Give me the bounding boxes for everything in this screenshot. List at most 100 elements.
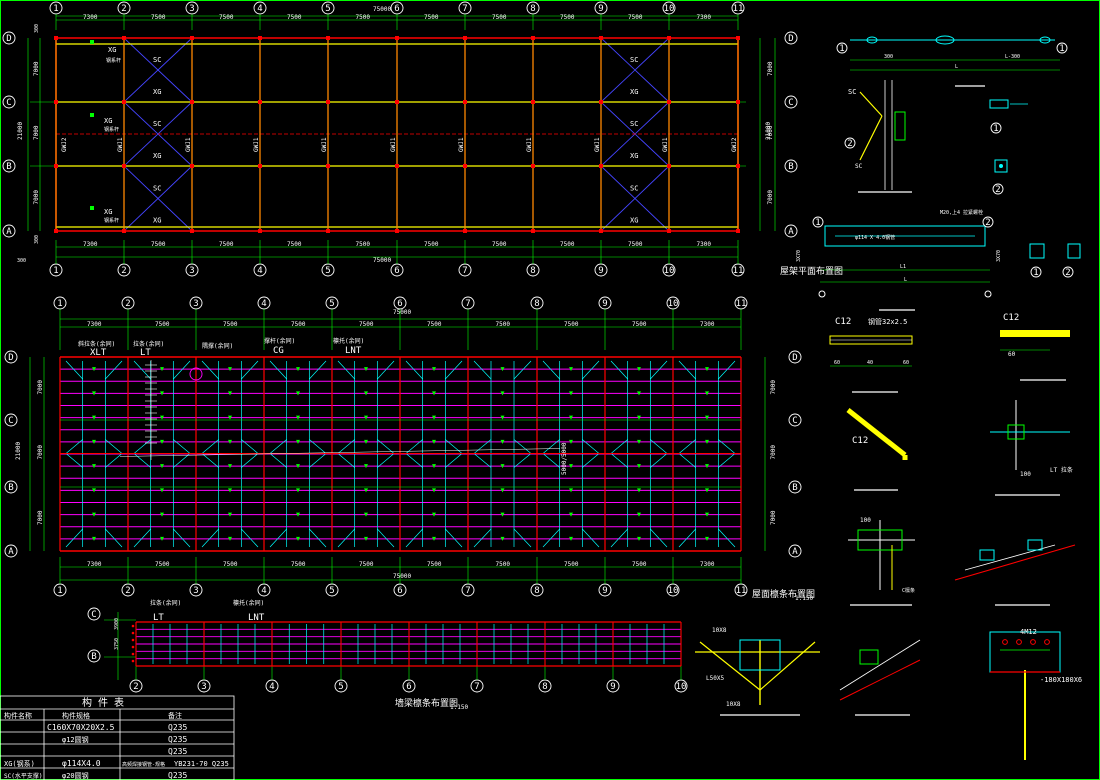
column-node <box>258 164 262 168</box>
table-row-5-name: SC(水平支撑) <box>4 772 42 780</box>
d4-mark-2 <box>982 216 994 228</box>
gusset-plate <box>894 111 906 141</box>
plan1-top-bubble-8-text: 8 <box>530 4 535 14</box>
plan1-top-bubble-3-text: 3 <box>189 4 194 14</box>
plan2-span-bot: 7500 <box>496 561 511 568</box>
plan3-bubble-5-text: 5 <box>338 682 343 692</box>
plan2-span-left: 7000 <box>37 380 44 395</box>
xg-label-2: XG <box>104 117 112 125</box>
purlin-cleat <box>92 439 96 444</box>
purlin-cleat <box>705 512 709 517</box>
plan2-span-right: 7000 <box>770 380 777 395</box>
table-title: 构 件 表 <box>82 696 124 709</box>
plan3-bubble-4-text: 4 <box>269 682 274 692</box>
xg-label: XG <box>630 88 638 96</box>
plan2-span-top: 7500 <box>564 321 579 328</box>
purlin-cleat <box>705 415 709 420</box>
column-node <box>463 164 467 168</box>
column-node <box>395 100 399 104</box>
purlin-cleat <box>569 391 573 396</box>
ridge-tie <box>337 439 355 454</box>
pc-red <box>839 659 921 701</box>
purlin-cleat <box>296 488 300 493</box>
plan2-top-bubble-8-text: 8 <box>534 299 539 309</box>
purlin-cleat <box>228 391 232 396</box>
column-node <box>667 229 671 233</box>
diag-tie <box>405 360 423 380</box>
column-node <box>395 229 399 233</box>
ridge-tie <box>513 439 532 454</box>
purlin-cleat <box>296 536 300 541</box>
gwj1-label: GWJ1 <box>185 137 192 152</box>
d3-mark-2 <box>992 183 1004 195</box>
d5-plate-b <box>1067 243 1081 259</box>
column-node <box>599 164 603 168</box>
truss-diag <box>699 641 761 691</box>
diag-tie <box>473 528 492 548</box>
purlin-cleat <box>432 464 436 469</box>
purlin-cleat <box>637 536 641 541</box>
plan1-right-bubble-A-text: A <box>788 227 794 237</box>
diag-tie <box>445 528 463 548</box>
diag-tie <box>309 528 327 548</box>
purlin-cleat <box>569 536 573 541</box>
plan2-span-bot: 7500 <box>427 561 442 568</box>
diag-tie <box>650 360 668 380</box>
table-row-2-note: Q235 <box>168 735 187 744</box>
column-node <box>258 229 262 233</box>
diag-tie <box>610 360 628 380</box>
purlin-cleat <box>228 367 232 372</box>
purlin-cleat <box>160 367 164 372</box>
xg-marker <box>90 206 94 210</box>
sc-label: SC <box>153 185 161 193</box>
anchor-bolt <box>1016 639 1022 645</box>
ridge-tie <box>650 439 668 454</box>
purlin-cleat <box>296 367 300 372</box>
plan1-left-bubble-D-text: D <box>6 34 11 44</box>
plan3-bubble-B-text: B <box>91 652 96 662</box>
wall-node <box>131 631 135 635</box>
plan2-span-bot: 7300 <box>700 561 715 568</box>
sc-brace <box>600 37 670 103</box>
c12-label-c: C12 <box>852 436 868 446</box>
ridge-tie <box>337 453 355 468</box>
plan2-span-left: 7000 <box>37 510 44 525</box>
ridge-tie <box>582 453 600 468</box>
purlin-cleat <box>364 488 368 493</box>
plan2-top-bubble-9-text: 9 <box>602 299 607 309</box>
plan2-right-bubble-C-text: C <box>792 416 797 426</box>
plan2-bottom-bubble-4-text: 4 <box>261 586 266 596</box>
plan1-left-bubble-B <box>2 159 16 173</box>
purlin-cleat <box>432 512 436 517</box>
ridge-tie <box>610 439 628 454</box>
plan1-span-top: 7500 <box>492 14 507 21</box>
diag-tie <box>133 528 151 548</box>
eave-cleat <box>1027 539 1043 551</box>
column-node <box>326 36 330 40</box>
d3-section <box>989 99 1009 109</box>
dim-100-a: 100 <box>1020 471 1031 478</box>
diag-tie <box>582 528 600 548</box>
plan2-bottom-bubble-10-text: 10 <box>668 586 679 596</box>
gwj1-label: GWJ1 <box>390 137 397 152</box>
column-node <box>190 100 194 104</box>
plan1-total-bottom: 75000 <box>373 257 391 264</box>
d4-mark-1 <box>812 216 824 228</box>
plan2-top-bubble-6-text: 6 <box>397 299 402 309</box>
gwj1-label: GWJ1 <box>662 137 669 152</box>
ridge-tie <box>445 453 463 468</box>
plan2-bottom-bubble-9-text: 9 <box>602 586 607 596</box>
plan1-total-side: 21000 <box>17 122 24 140</box>
d5-mark-2 <box>1062 266 1074 278</box>
truss-angle-label: L50X5 <box>706 675 724 682</box>
xg-note-3: 钢系杆 <box>104 217 119 224</box>
diag-tie <box>173 360 191 380</box>
lnt-label: LNT <box>345 346 362 356</box>
column-node <box>531 229 535 233</box>
plan2-left-bubble-B <box>4 480 18 494</box>
diag-tie <box>241 528 259 548</box>
plan1-top-bubble-7-text: 7 <box>462 4 467 14</box>
purlin-cleat <box>92 536 96 541</box>
ridge-tie <box>473 453 492 468</box>
column-node <box>736 164 740 168</box>
